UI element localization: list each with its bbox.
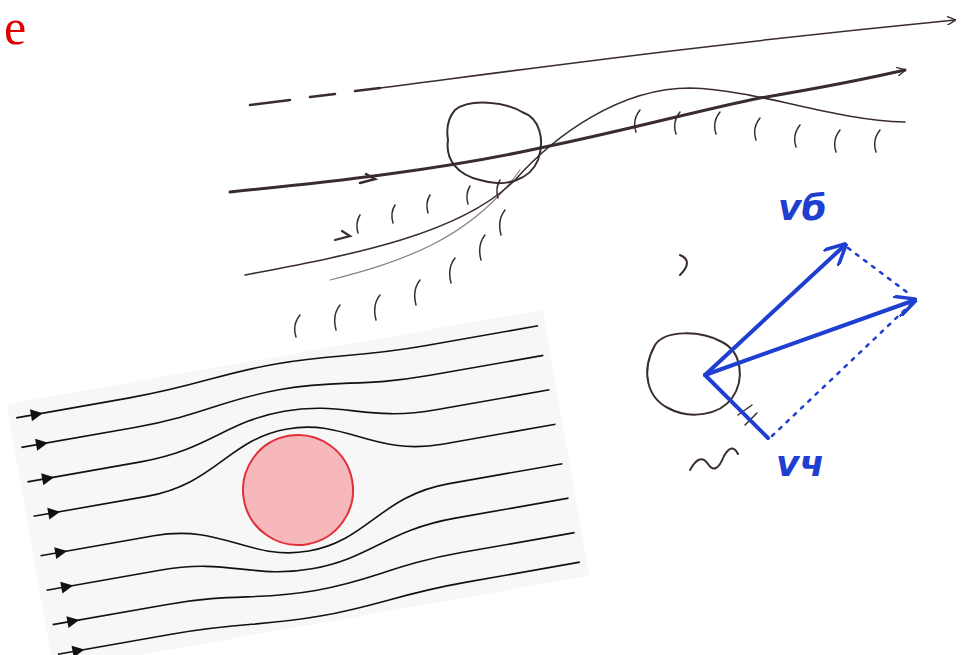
title-fragment: e (4, 2, 26, 52)
vector-label: vб (778, 190, 827, 226)
flow-sketch (230, 20, 955, 337)
vector-label: vч (776, 446, 824, 482)
streamline-figure (7, 310, 590, 655)
vector-sketch (647, 245, 915, 470)
